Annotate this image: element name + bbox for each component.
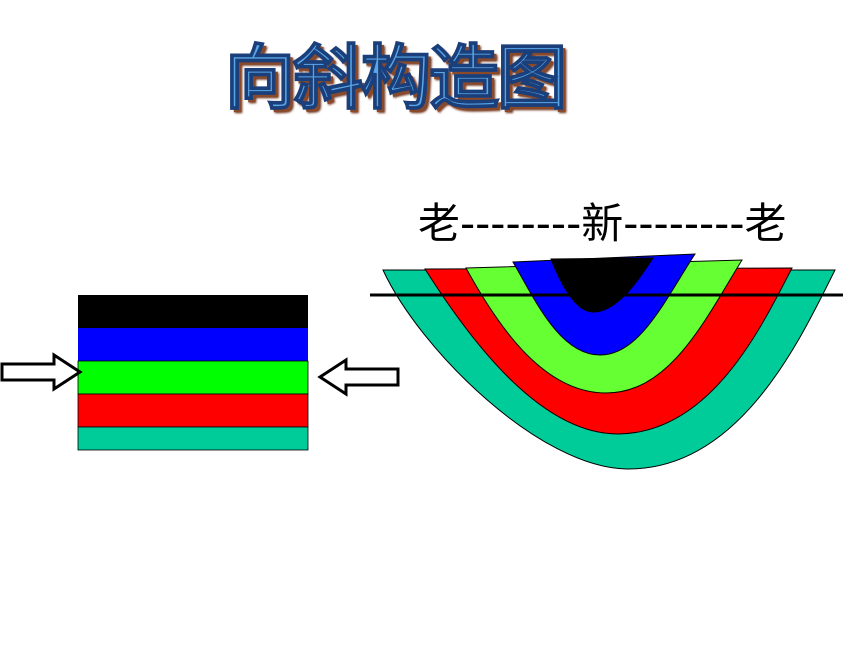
compression-arrow-left-icon	[317, 357, 400, 397]
page-title: 向斜构造图	[224, 36, 568, 120]
syncline-fold	[382, 253, 836, 470]
compression-arrow-right-icon	[0, 352, 83, 392]
age-sequence-label: 老--------新--------老	[418, 199, 787, 248]
fold-layer-black-core	[550, 257, 654, 313]
flat-strata-block	[77, 295, 309, 451]
stratum-layer-blue	[78, 328, 308, 361]
stratum-layer-red	[77, 393, 309, 428]
stratum-layer-teal	[77, 426, 309, 451]
stratum-layer-green	[77, 360, 309, 395]
stratum-layer-black	[78, 295, 308, 328]
